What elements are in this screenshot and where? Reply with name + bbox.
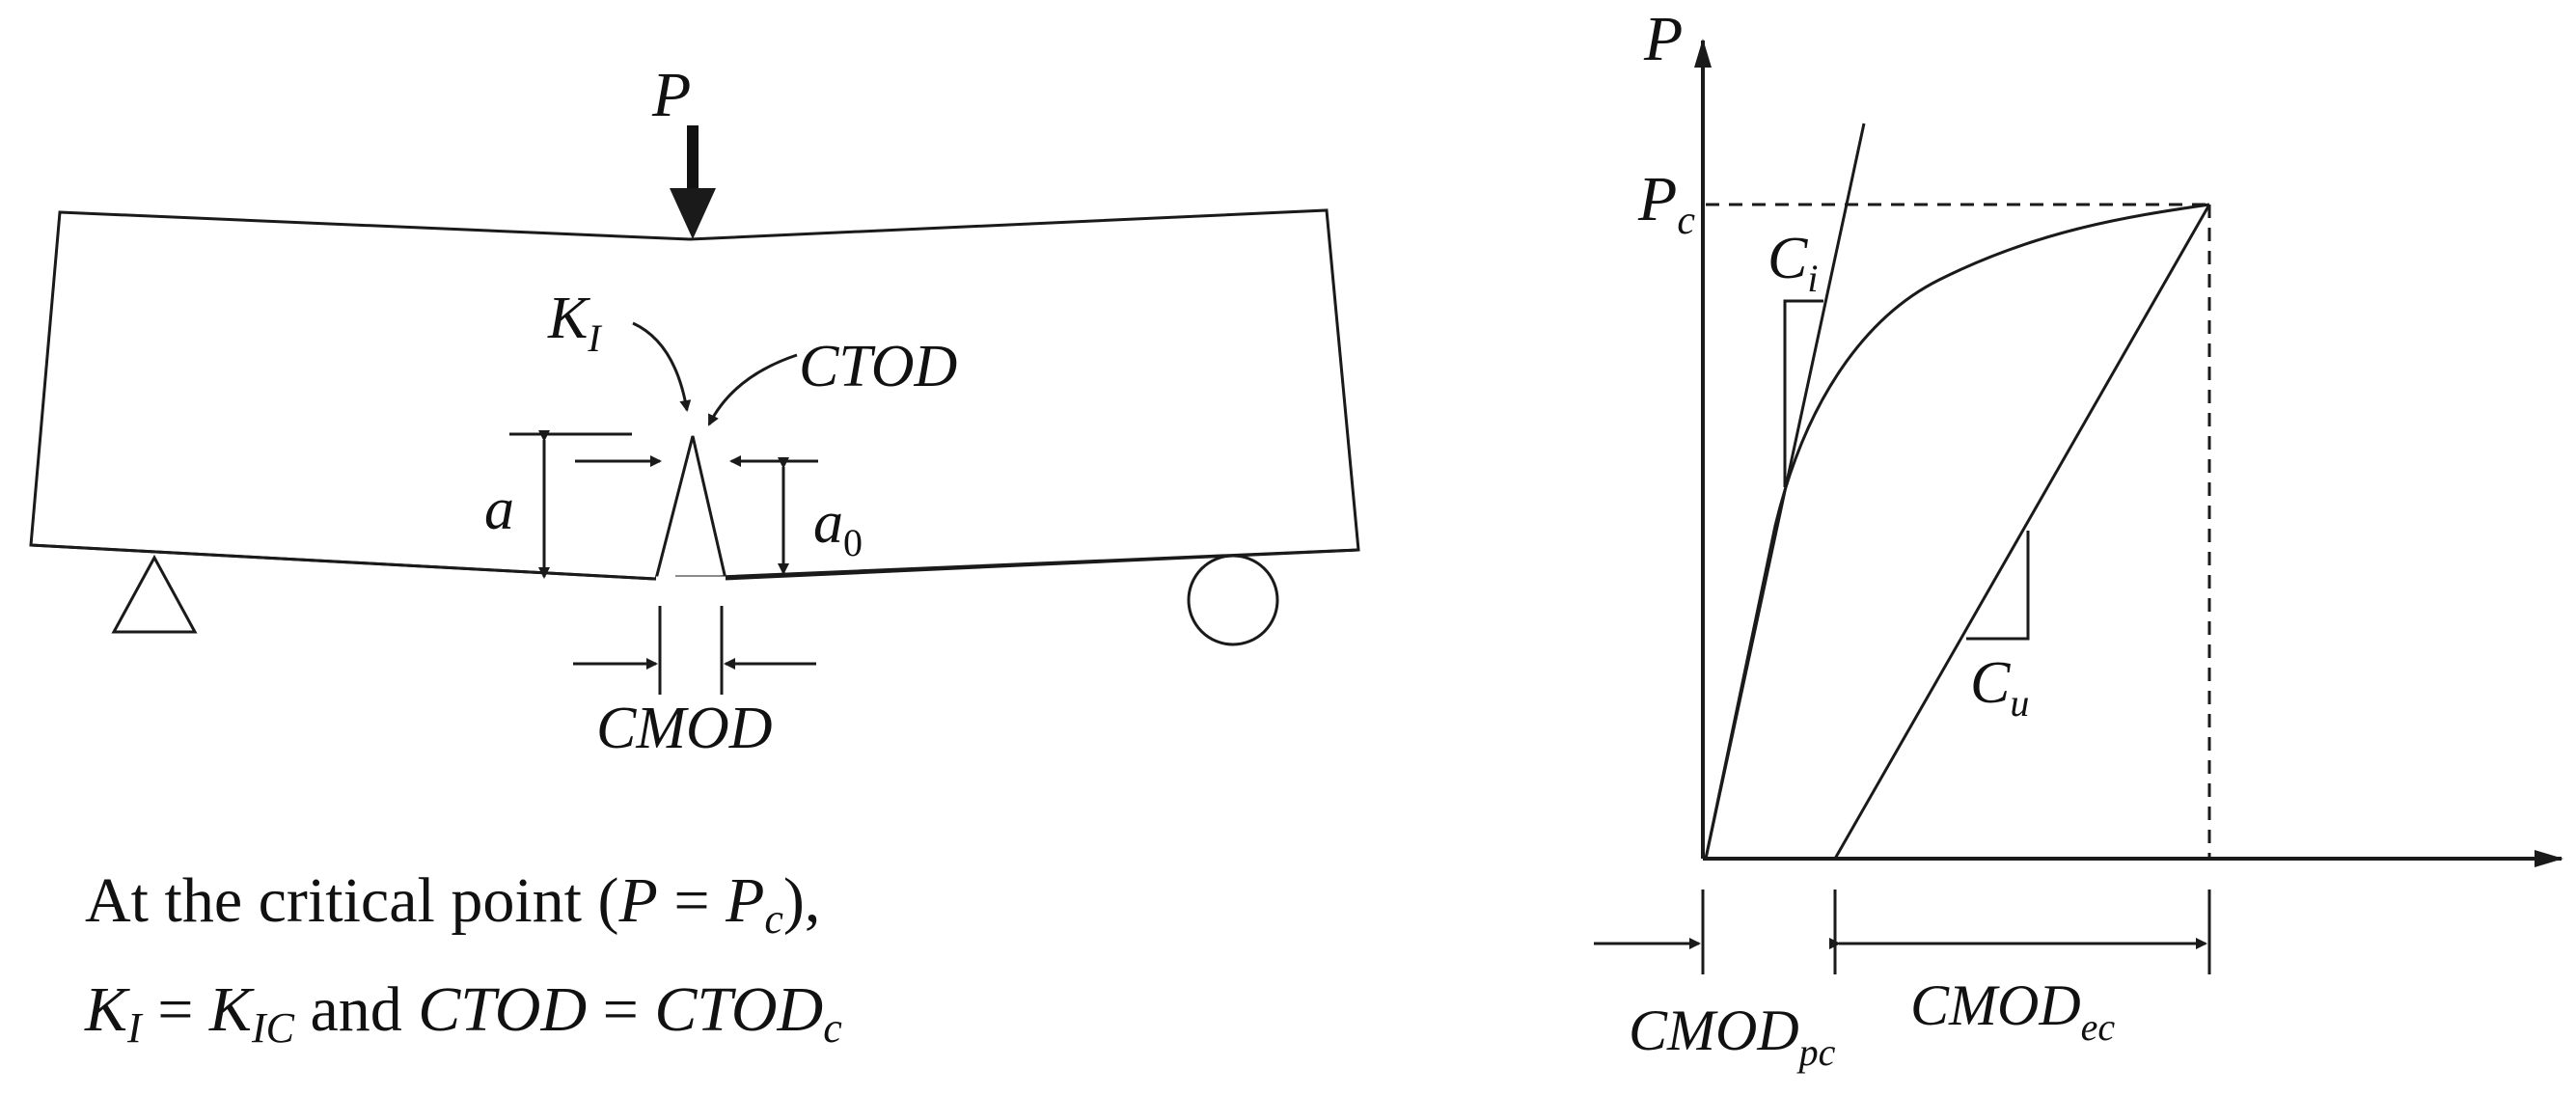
y-axis-label: P [1643, 4, 1683, 74]
cu-slope-triangle [1966, 531, 2030, 641]
ki-pointer-arrow [632, 321, 692, 412]
cmod-label: CMOD [596, 696, 773, 761]
caption: At the critical point (P = Pc), KI = KIC… [84, 865, 842, 1052]
caption-line-1: At the critical point (P = Pc), [85, 865, 820, 943]
load-label: P [651, 60, 691, 130]
a-label: a [484, 477, 514, 542]
ctod-label: CTOD [799, 334, 957, 399]
ci-slope-triangle [1783, 299, 1823, 487]
a0-label: a0 [813, 490, 863, 564]
cu-label: Cu [1970, 650, 2029, 725]
load-arrow [670, 125, 716, 239]
caption-line-2: KI = KIC and CTOD = CTODc [84, 974, 842, 1052]
ki-label: KI [547, 286, 602, 360]
beam-outline [29, 208, 1360, 581]
p-cmod-graph: P Pc Ci Cu CMODpc CMO [1594, 4, 2563, 1074]
cmod-pc-label: CMODpc [1629, 999, 1836, 1074]
cmod-ec-label: CMODec [1910, 973, 2115, 1049]
pc-label: Pc [1637, 164, 1695, 243]
ctod-pointer-arrow [707, 353, 798, 426]
right-roller-support-icon [1187, 554, 1279, 646]
unloading-line [1833, 204, 2211, 860]
beam-bottom-with-notch [30, 435, 1359, 581]
ci-label: Ci [1768, 226, 1818, 300]
left-support-icon [111, 554, 198, 634]
load-cmod-curve [1704, 203, 2210, 860]
beam-specimen: P KI CTOD a a0 CMOD [29, 60, 1360, 761]
